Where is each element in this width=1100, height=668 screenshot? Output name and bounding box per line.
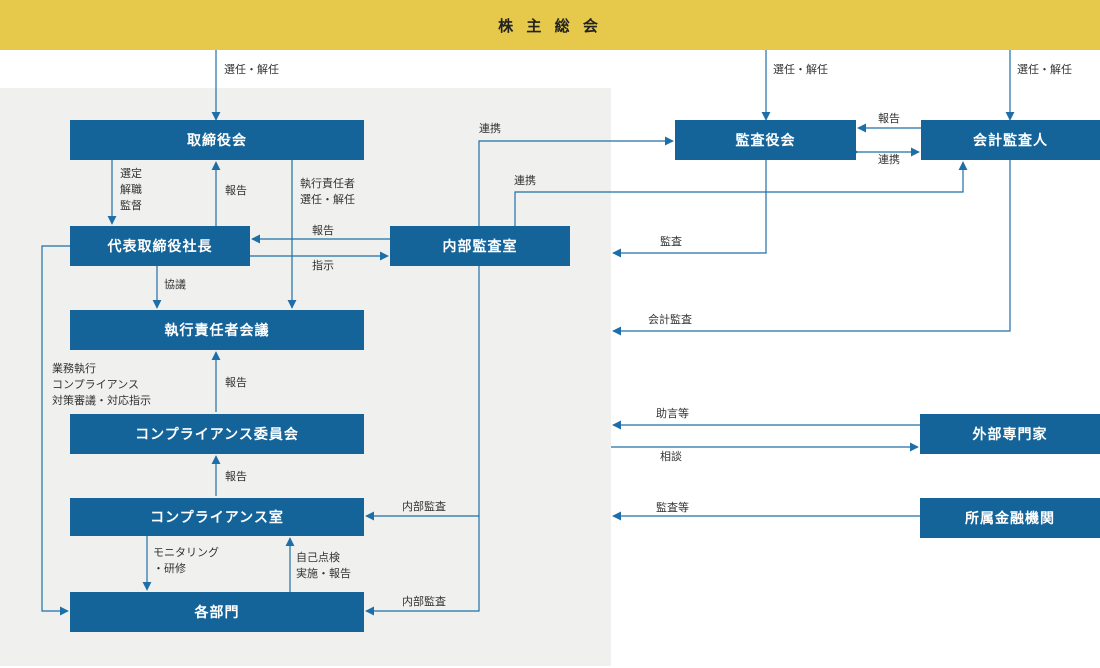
audit-etc-label: 監査等: [656, 501, 689, 514]
elect-label-board: 選任・解任: [224, 63, 279, 76]
select-label: 選定: [120, 167, 142, 180]
audit-board-label: 監査役会: [735, 133, 796, 149]
departments-label: 各部門: [194, 605, 240, 621]
exec-officer-elect-label: 執行責任者 選任・解任: [300, 176, 355, 208]
coop-label-2: 連携: [514, 174, 536, 187]
arrow-accounting-audit: [612, 160, 1011, 336]
ia-audit-depts-label: 内部監査: [402, 595, 446, 608]
report-office-label: 報告: [225, 470, 247, 483]
exec-officer-elect-sub-label: 選任・解任: [300, 193, 355, 206]
compliance-office-box: コンプライアンス室: [70, 498, 364, 536]
external-experts-box: 外部専門家: [920, 414, 1100, 454]
monitoring-line2: ・研修: [153, 562, 186, 575]
departments-box: 各部門: [70, 592, 364, 632]
ia-audit-office-label: 内部監査: [402, 500, 446, 513]
supervise-label: 監督: [120, 199, 142, 212]
compliance-committee-box: コンプライアンス委員会: [70, 414, 364, 454]
report-acct-label: 報告: [878, 112, 900, 125]
audit-board-box: 監査役会: [675, 120, 856, 160]
instruct-label: 指示: [312, 259, 334, 272]
compliance-office-label: コンプライアンス室: [150, 510, 284, 526]
arrow-coop-ia-accounting: [510, 161, 968, 235]
acct-audit-label: 会計監査: [648, 313, 692, 326]
arrow-audit-board-audit: [612, 160, 767, 258]
internal-audit-label: 内部監査室: [442, 239, 518, 255]
elect-label-accounting: 選任・解任: [1017, 63, 1072, 76]
business-exec-line1: 業務執行: [52, 362, 96, 375]
select-dismiss-supervise-label: 選定 解職 監督: [120, 166, 142, 214]
exec-officer-label: 執行責任者: [300, 177, 355, 190]
self-check-line1: 自己点検: [296, 551, 340, 564]
business-exec-line2: コンプライアンス: [52, 378, 140, 391]
audit-label: 監査: [660, 235, 682, 248]
arrow-ia-audit-depts: [365, 516, 480, 616]
accounting-auditor-label: 会計監査人: [973, 133, 1048, 149]
shareholders-meeting-bar: 株 主 総 会: [0, 0, 1100, 50]
shareholders-meeting-title: 株 主 総 会: [498, 16, 602, 35]
compliance-committee-label: コンプライアンス委員会: [135, 427, 299, 443]
arrow-ia-audit-office: [365, 265, 480, 521]
internal-audit-box: 内部監査室: [390, 226, 570, 266]
exec-meeting-box: 執行責任者会議: [70, 310, 364, 350]
president-label: 代表取締役社長: [107, 239, 213, 255]
external-experts-label: 外部専門家: [972, 427, 1048, 443]
arrow-coop-ia-audit-board: [474, 136, 674, 235]
advice-label: 助言等: [656, 407, 689, 420]
president-box: 代表取締役社長: [70, 226, 250, 266]
business-exec-label: 業務執行 コンプライアンス 対策審議・対応指示: [52, 361, 151, 409]
board-of-directors-box: 取締役会: [70, 120, 364, 160]
consult-label: 協議: [164, 278, 186, 291]
self-check-label: 自己点検 実施・報告: [296, 550, 351, 582]
report-board-label: 報告: [225, 184, 247, 197]
arrow-president-to-departments: [41, 245, 70, 616]
board-of-directors-label: 取締役会: [187, 133, 247, 149]
consultation-label: 相談: [660, 450, 682, 463]
financial-institution-label: 所属金融機関: [965, 511, 1055, 527]
monitoring-line1: モニタリング: [153, 546, 219, 559]
financial-institution-box: 所属金融機関: [920, 498, 1100, 538]
self-check-line2: 実施・報告: [296, 567, 351, 580]
exec-meeting-label: 執行責任者会議: [164, 323, 270, 339]
monitoring-label: モニタリング ・研修: [153, 545, 219, 577]
accounting-auditor-box: 会計監査人: [921, 120, 1100, 160]
coop-label-1: 連携: [479, 122, 501, 135]
dismiss-label: 解職: [120, 183, 142, 196]
report-ia-label: 報告: [312, 224, 334, 237]
business-exec-line3: 対策審議・対応指示: [52, 394, 151, 407]
report-committee-label: 報告: [225, 376, 247, 389]
coop-acct-label: 連携: [878, 153, 900, 166]
elect-label-audit-board: 選任・解任: [773, 63, 828, 76]
